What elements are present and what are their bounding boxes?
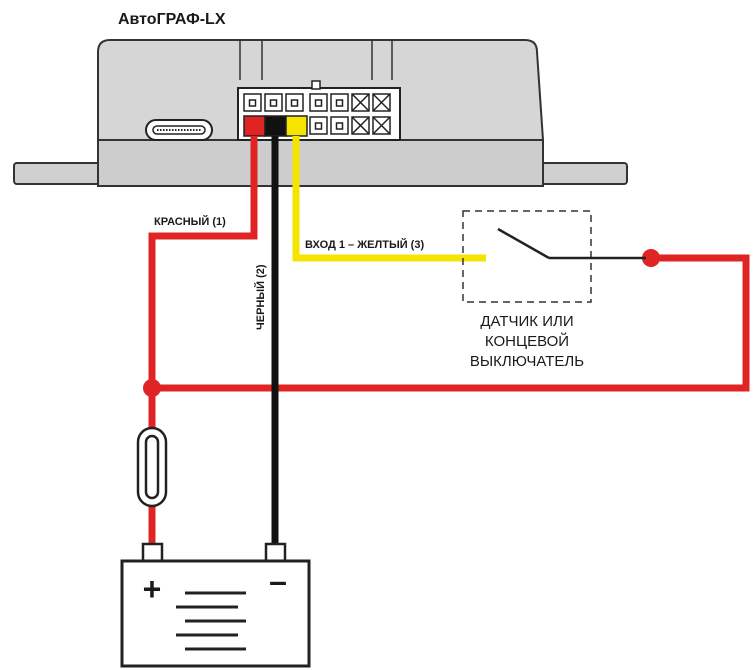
- battery-icon: [120, 542, 311, 668]
- red-junction-dot: [143, 379, 161, 397]
- wire-connector-block: [237, 80, 401, 141]
- fuse-icon: [136, 426, 168, 508]
- sensor-caption-line-3: ВЫКЛЮЧАТЕЛЬ: [470, 353, 584, 370]
- battery-minus-terminal: [264, 542, 287, 563]
- switch-contact-icon: [497, 227, 550, 260]
- device-body-lower: [97, 139, 544, 187]
- sensor-dashed-box: [462, 210, 592, 303]
- sensor-output-junction-dot: [642, 249, 660, 267]
- sensor-switch: [462, 210, 646, 303]
- red-wire-label: КРАСНЫЙ (1): [154, 215, 226, 228]
- battery-minus-sign: –: [269, 563, 287, 599]
- sensor-caption-line-2: КОНЦЕВОЙ: [485, 332, 569, 350]
- yellow-wire-label: ВХОД 1 – ЖЕЛТЫЙ (3): [305, 238, 424, 251]
- red-wire: [148, 136, 258, 388]
- device-title: АвтоГРАФ-LX: [118, 11, 226, 28]
- usb-c-port-icon: [145, 119, 213, 141]
- yellow-wire: [292, 136, 486, 262]
- pin-2-black: [264, 115, 287, 137]
- pin-1-red: [243, 115, 266, 137]
- black-wire-label: ЧЕРНЫЙ (2): [254, 264, 267, 330]
- red-wire-loop: [152, 254, 750, 392]
- battery-plus-sign: +: [143, 571, 162, 607]
- battery-plus-terminal: [141, 542, 164, 563]
- pin-3-yellow: [285, 115, 308, 137]
- sensor-caption-line-1: ДАТЧИК ИЛИ: [480, 313, 573, 330]
